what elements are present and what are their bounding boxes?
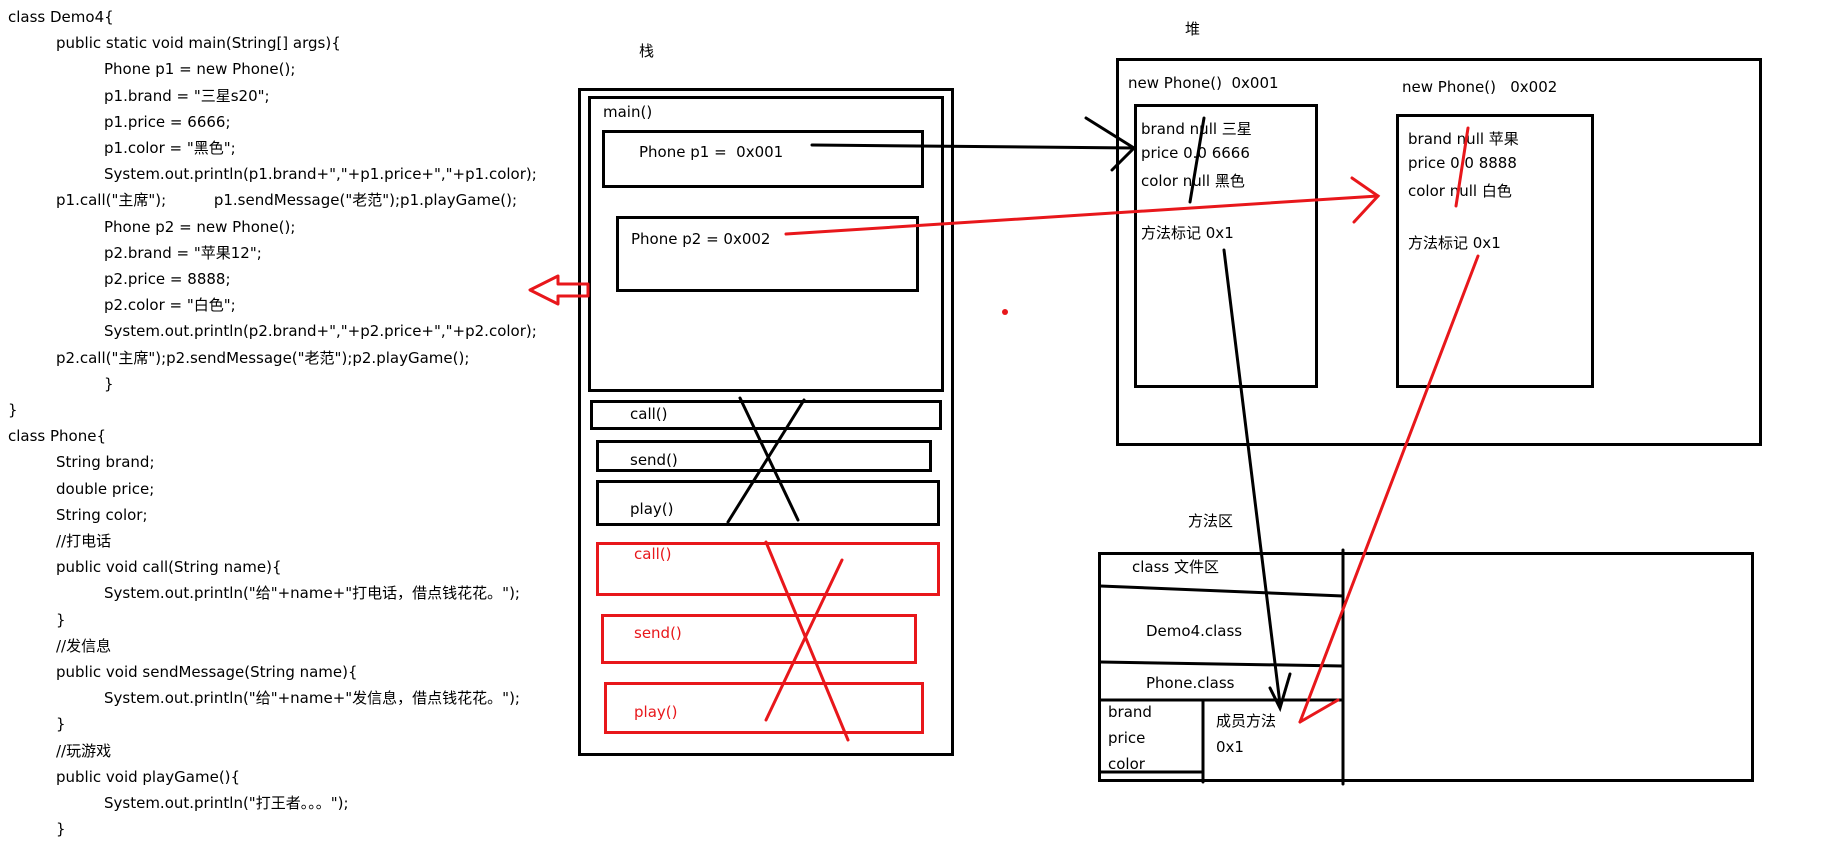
demo4-class-label: Demo4.class bbox=[1146, 622, 1243, 640]
class-file-label: class 文件区 bbox=[1132, 558, 1220, 576]
phone-field-brand: brand bbox=[1108, 703, 1152, 721]
stack-title: 栈 bbox=[639, 42, 655, 60]
code-line: class Phone{ bbox=[8, 427, 107, 446]
code-line: System.out.println("打王者。。。"); bbox=[104, 794, 349, 812]
obj1-method-arrow bbox=[1222, 248, 1282, 706]
send-frame-red-label: send() bbox=[634, 624, 682, 642]
code-line: //打电话 bbox=[56, 532, 112, 550]
stack-area bbox=[578, 88, 954, 756]
obj2-method-tag: 方法标记 0x1 bbox=[1408, 234, 1501, 252]
play-frame-red-label: play() bbox=[634, 703, 678, 721]
play-frame-red bbox=[604, 682, 924, 734]
p2-reference-arrow bbox=[784, 194, 1380, 236]
obj2-method-arrow bbox=[1298, 254, 1480, 724]
obj1-header: new Phone() 0x001 bbox=[1128, 74, 1279, 92]
code-line: //玩游戏 bbox=[56, 741, 112, 760]
obj1-box bbox=[1134, 104, 1318, 388]
play-frame-black bbox=[596, 480, 940, 526]
obj1-null-strike bbox=[1188, 116, 1206, 204]
return-arrow-icon bbox=[528, 274, 590, 306]
call-frame-red-label: call() bbox=[634, 545, 672, 563]
red-cross-1 bbox=[764, 540, 850, 742]
p2-arrow-head bbox=[1350, 176, 1381, 224]
obj2-box bbox=[1396, 114, 1594, 388]
method-area-title: 方法区 bbox=[1188, 512, 1234, 530]
obj1-field-color: color null 黑色 bbox=[1141, 172, 1245, 190]
code-line: String brand; bbox=[56, 453, 155, 472]
call-frame-black-label: call() bbox=[630, 405, 668, 423]
method-area-divider-1 bbox=[1098, 584, 1345, 598]
code-line: public void call(String name){ bbox=[56, 558, 282, 577]
p2-variable-label: Phone p2 = 0x002 bbox=[631, 230, 771, 248]
code-line: } bbox=[56, 820, 66, 839]
red-cross-2 bbox=[764, 558, 844, 722]
send-frame-red bbox=[601, 614, 917, 664]
code-line: } bbox=[8, 401, 18, 419]
method-area-divider-2 bbox=[1098, 660, 1345, 668]
main-frame-label: main() bbox=[603, 103, 653, 121]
p1-variable-label: Phone p1 = 0x001 bbox=[639, 143, 784, 161]
code-line: public static void main(String[] args){ bbox=[56, 34, 341, 53]
main-frame bbox=[588, 96, 944, 392]
code-line: class Demo4{ bbox=[8, 8, 114, 26]
code-line: } bbox=[56, 715, 66, 734]
code-line: System.out.println("给"+name+"发信息，借点钱花花。"… bbox=[104, 689, 520, 708]
code-line: p1.price = 6666; bbox=[104, 112, 231, 131]
obj2-null-strike bbox=[1454, 126, 1470, 208]
member-methods-label: 成员方法 bbox=[1216, 712, 1277, 730]
code-line: p1.call("主席"); p1.sendMessage("老范");p1.p… bbox=[56, 191, 518, 210]
send-frame-black-label: send() bbox=[630, 451, 678, 469]
obj1-method-arrow-head bbox=[1268, 672, 1292, 713]
play-frame-black-label: play() bbox=[630, 500, 674, 518]
code-line: p2.color = "白色"; bbox=[104, 296, 236, 315]
code-line: p2.brand = "苹果12"; bbox=[104, 243, 262, 262]
black-cross-2 bbox=[726, 398, 806, 524]
p1-reference-arrow bbox=[810, 143, 1136, 150]
heap-title: 堆 bbox=[1185, 20, 1201, 38]
code-line: } bbox=[56, 610, 66, 629]
obj1-method-tag: 方法标记 0x1 bbox=[1141, 224, 1234, 242]
code-line: System.out.println(p2.brand+","+p2.price… bbox=[104, 322, 537, 341]
code-line: System.out.println("给"+name+"打电话，借点钱花花。"… bbox=[104, 584, 520, 603]
code-line: Phone p2 = new Phone(); bbox=[104, 217, 296, 236]
phone-field-price: price bbox=[1108, 729, 1146, 747]
code-line: p1.brand = "三星s20"; bbox=[104, 86, 270, 105]
call-frame-black bbox=[590, 400, 942, 430]
phone-field-color: color bbox=[1108, 755, 1145, 773]
p2-variable-box bbox=[616, 216, 919, 292]
code-line: double price; bbox=[56, 479, 155, 498]
obj1-field-price: price 0.0 6666 bbox=[1141, 144, 1250, 162]
obj1-field-brand: brand null 三星 bbox=[1141, 120, 1252, 138]
code-line: Phone p1 = new Phone(); bbox=[104, 60, 296, 79]
code-line: p2.price = 8888; bbox=[104, 270, 231, 288]
code-line: //发信息 bbox=[56, 636, 112, 655]
send-frame-black bbox=[596, 440, 932, 472]
code-line: String color; bbox=[56, 505, 148, 524]
phone-class-label: Phone.class bbox=[1146, 674, 1235, 692]
red-dot bbox=[1002, 309, 1008, 315]
code-line: public void sendMessage(String name){ bbox=[56, 663, 358, 681]
obj2-field-brand: brand null 苹果 bbox=[1408, 130, 1519, 148]
method-area bbox=[1098, 552, 1754, 782]
p1-variable-box bbox=[602, 130, 924, 188]
p1-arrow-head bbox=[1084, 116, 1137, 172]
code-line: p1.color = "黑色"; bbox=[104, 139, 236, 157]
member-methods-address: 0x1 bbox=[1216, 738, 1244, 756]
code-line: System.out.println(p1.brand+","+p1.price… bbox=[104, 165, 537, 184]
obj2-header: new Phone() 0x002 bbox=[1402, 78, 1558, 96]
code-line: } bbox=[104, 374, 114, 393]
heap-area bbox=[1116, 58, 1762, 446]
code-line: p2.call("主席");p2.sendMessage("老范");p2.pl… bbox=[56, 348, 470, 367]
obj2-method-arrow-head bbox=[1298, 698, 1340, 724]
code-line: public void playGame(){ bbox=[56, 767, 241, 786]
